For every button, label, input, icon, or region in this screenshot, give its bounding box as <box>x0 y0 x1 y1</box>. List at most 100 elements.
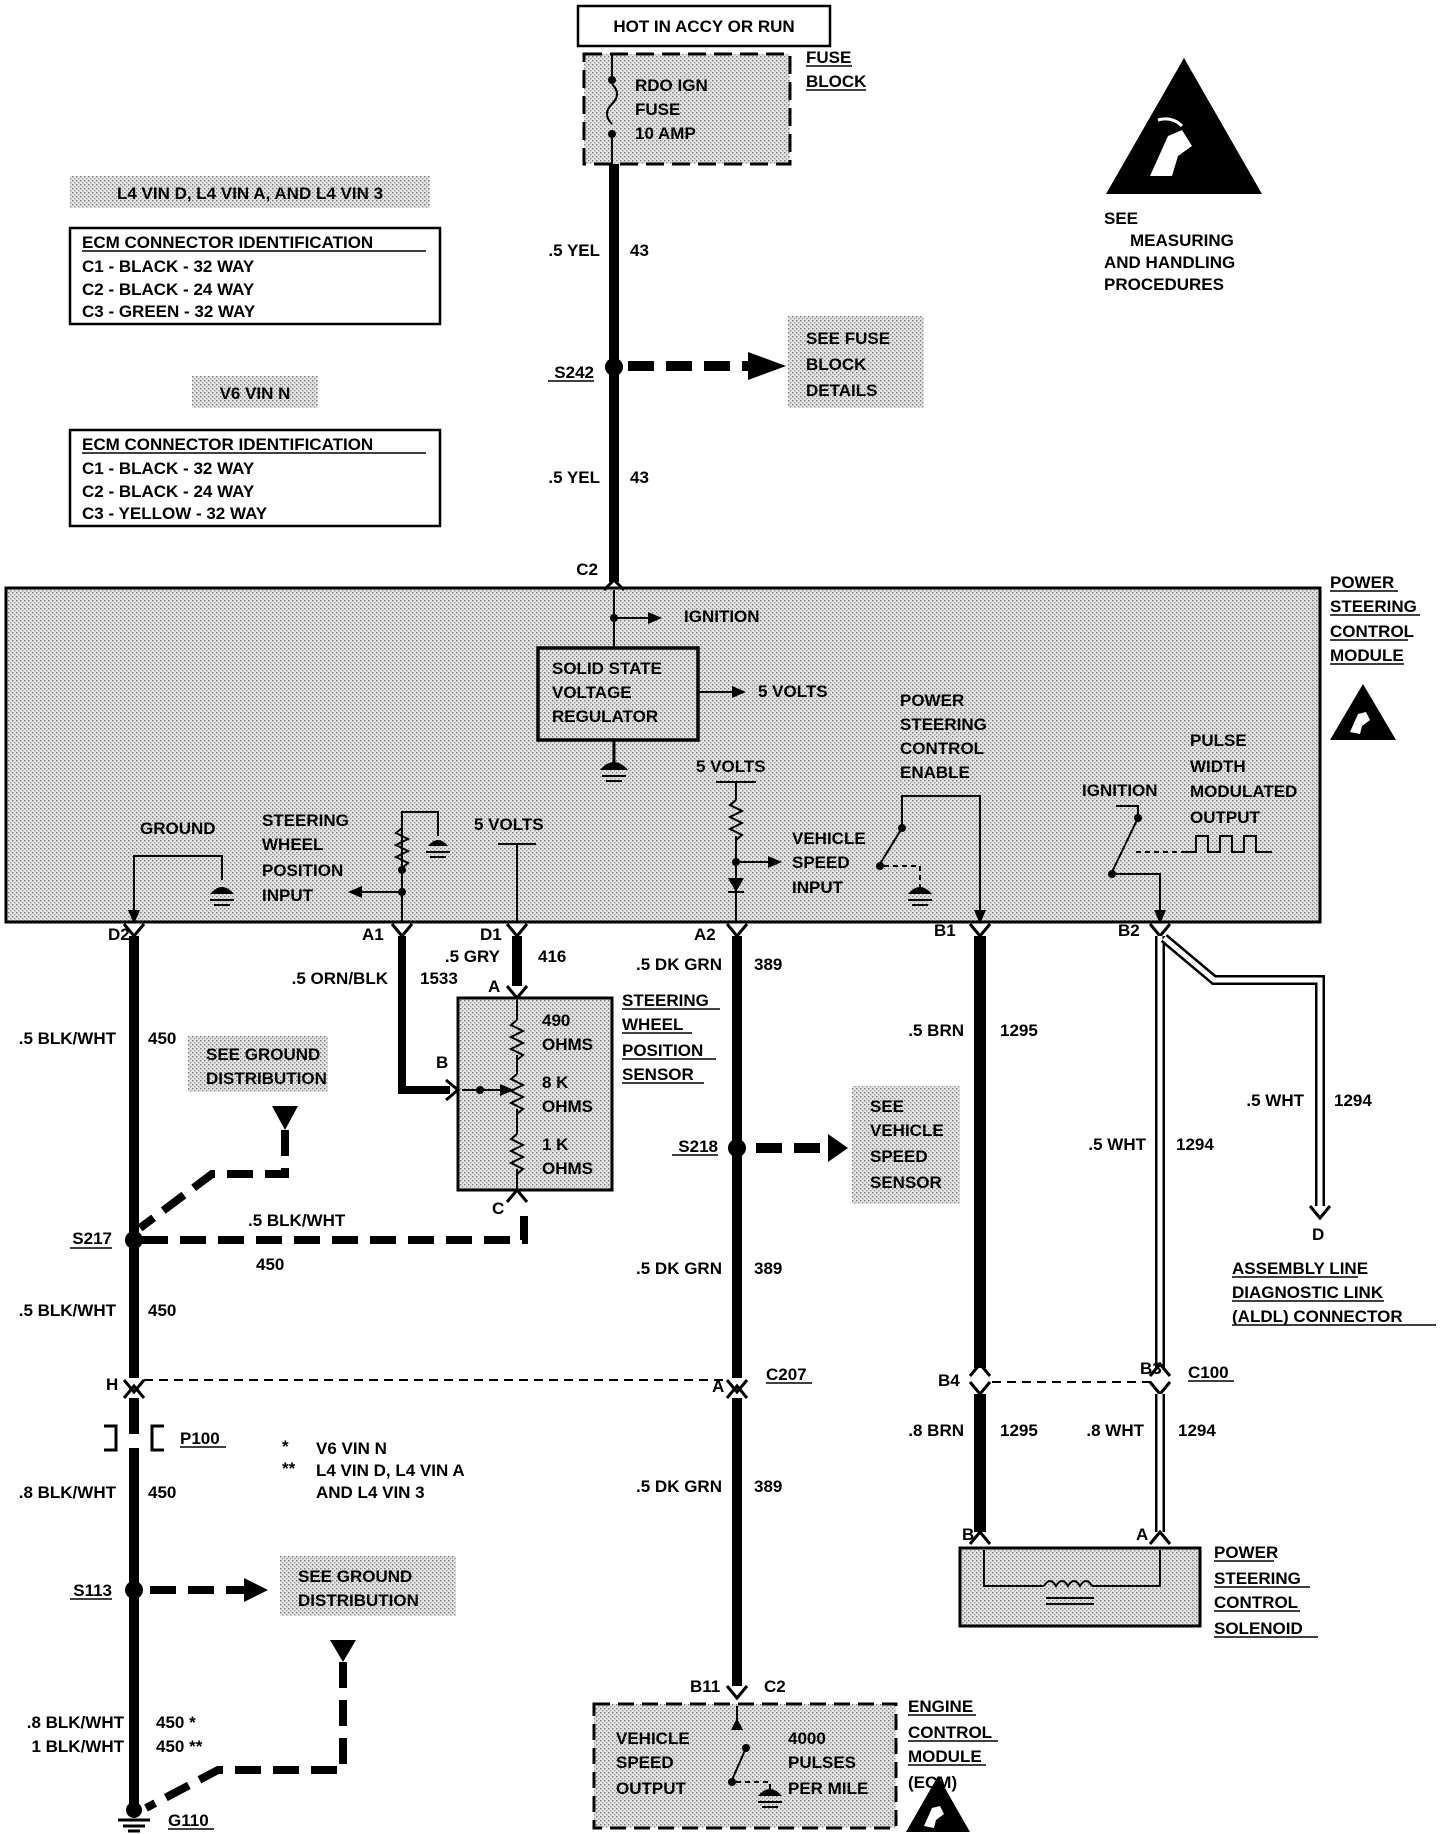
splice-s242 <box>605 358 623 376</box>
splice-s218 <box>728 1139 746 1157</box>
module-pins: D2 A1 D1 A2 B1 B2 <box>108 921 1172 944</box>
swp-input-4: INPUT <box>262 886 314 905</box>
ecm-id-b-banner-text: V6 VIN N <box>220 384 291 403</box>
s217-branch-gauge: .5 BLK/WHT <box>248 1211 346 1230</box>
a2-low-circuit: 389 <box>754 1477 782 1496</box>
sensor-pin-a: A <box>488 977 500 996</box>
wire-43-lower-gauge: .5 YEL <box>548 468 600 487</box>
see-vss-4: SENSOR <box>870 1173 942 1192</box>
sensor-wiper-icon <box>500 1084 514 1096</box>
splice-s217 <box>125 1231 143 1249</box>
sensor-resistor-490 <box>508 1019 526 1061</box>
s113-ground-arrow-icon <box>244 1578 268 1602</box>
p100-label: P100 <box>180 1429 220 1448</box>
wire-43-upper-gauge: .5 YEL <box>548 241 600 260</box>
sensor-resistor-1k <box>508 1133 526 1175</box>
fuse-block <box>582 52 792 166</box>
ecm-id-b-row-2: C2 - BLACK - 24 WAY <box>82 482 255 501</box>
esd-note-1: SEE <box>1104 209 1138 228</box>
below-s217-gauge: .5 BLK/WHT <box>19 1301 117 1320</box>
legend-text-1: V6 VIN N <box>316 1439 387 1458</box>
pwm-1: PULSE <box>1190 731 1247 750</box>
a2-gauge: .5 DK GRN <box>636 955 722 974</box>
steering-wheel-position-sensor <box>456 996 614 1192</box>
voltage-regulator <box>536 646 700 742</box>
aldl-name-1: ASSEMBLY LINE <box>1232 1259 1368 1278</box>
fuse-label: FUSE <box>635 100 680 119</box>
b2-circuit: 1294 <box>1176 1135 1214 1154</box>
c207-label: C207 <box>766 1365 807 1384</box>
module-name-3: CONTROL <box>1330 622 1414 641</box>
see-ground-1-b: DISTRIBUTION <box>206 1069 327 1088</box>
ecm-name-4: (ECM) <box>908 1773 957 1792</box>
wht-low-circuit: 1294 <box>1178 1421 1216 1440</box>
ecm-esd-icon <box>906 1776 970 1832</box>
ecm-id-b-row-1: C1 - BLACK - 32 WAY <box>82 459 255 478</box>
module-ignition: IGNITION <box>684 607 760 626</box>
pin-d2: D2 <box>108 925 130 944</box>
ecm-pin-b11: B11 <box>690 1677 720 1696</box>
wire-43-lower-circuit: 43 <box>630 468 649 487</box>
wht-low-gauge: .8 WHT <box>1086 1421 1144 1440</box>
power-source-box <box>576 4 832 48</box>
see-fuse-arrow-icon <box>748 352 786 380</box>
ecm-id-a-title: ECM CONNECTOR IDENTIFICATION <box>82 233 373 252</box>
sensor-r1-unit: OHMS <box>542 1035 593 1054</box>
ps-enable-ground-icon <box>908 887 932 906</box>
solenoid-name-2: STEERING <box>1214 1569 1301 1588</box>
vss-input-1: VEHICLE <box>792 829 866 848</box>
see-ground-1-box <box>188 1036 328 1092</box>
pwm-waveform-icon <box>1186 835 1272 853</box>
module-ground-label: GROUND <box>140 819 216 838</box>
regulator-1: SOLID STATE <box>552 659 662 678</box>
aldl-circuit: 1294 <box>1334 1091 1372 1110</box>
ecm-ground-icon <box>758 1789 782 1808</box>
see-ground-1-a: SEE GROUND <box>206 1045 320 1064</box>
ecm-name-3: MODULE <box>908 1747 982 1766</box>
ecm-pulses-1: 4000 <box>788 1729 826 1748</box>
pin-b2: B2 <box>1118 921 1140 940</box>
regulator-5-volts: 5 VOLTS <box>758 682 828 701</box>
ecm-id-a-banner-text: L4 VIN D, L4 VIN A, AND L4 VIN 3 <box>117 184 383 203</box>
aldl-gauge: .5 WHT <box>1246 1091 1304 1110</box>
ecm-id-a-box <box>68 226 442 326</box>
aldl-name-3: (ALDL) CONNECTOR <box>1232 1307 1403 1326</box>
esd-note-2: MEASURING <box>1130 231 1234 250</box>
ecm-id-b-banner <box>192 376 318 408</box>
fuse-block-label-2: BLOCK <box>806 72 867 91</box>
see-vss-1: SEE <box>870 1097 904 1116</box>
see-ground-2-a: SEE GROUND <box>298 1567 412 1586</box>
splice-s218-label: S218 <box>678 1137 718 1156</box>
swp-input-2: WHEEL <box>262 835 323 854</box>
esd-note-3: AND HANDLING <box>1104 253 1235 272</box>
pwm-4: OUTPUT <box>1190 808 1261 827</box>
a2-circuit: 389 <box>754 955 782 974</box>
see-fuse-2: BLOCK <box>806 355 867 374</box>
wire-43-upper-circuit: 43 <box>630 241 649 260</box>
d2-circuit: 450 <box>148 1029 176 1048</box>
pin-a1: A1 <box>362 925 384 944</box>
module-pullup-resistor <box>393 827 411 869</box>
module-ignition-b: IGNITION <box>1082 781 1158 800</box>
pwm-2: WIDTH <box>1190 757 1246 776</box>
splice-s113-label: S113 <box>73 1581 112 1600</box>
g110-label: G110 <box>168 1811 209 1830</box>
b1-gauge: .5 BRN <box>908 1021 964 1040</box>
see-fuse-box <box>788 316 924 408</box>
regulator-ground-icon <box>600 762 628 782</box>
ecm-vso-3: OUTPUT <box>616 1779 687 1798</box>
module-name-2: STEERING <box>1330 597 1417 616</box>
legend-text-3: AND L4 VIN 3 <box>316 1483 425 1502</box>
sensor-r3-value: 1 K <box>542 1135 569 1154</box>
ecm-pin-c2: C2 <box>764 1677 786 1696</box>
vss-input-3: INPUT <box>792 878 844 897</box>
sensor-r2-unit: OHMS <box>542 1097 593 1116</box>
see-vss-2: VEHICLE <box>870 1121 944 1140</box>
ecm-vso-2: SPEED <box>616 1753 674 1772</box>
module-5-volts-b: 5 VOLTS <box>474 815 544 834</box>
pin-c2: C2 <box>576 560 598 579</box>
fuse-rating: 10 AMP <box>635 124 696 143</box>
sensor-pin-c: C <box>492 1199 504 1218</box>
g110-circuit-2: 450 ** <box>156 1737 203 1756</box>
solenoid-coil-icon <box>1043 1580 1093 1588</box>
